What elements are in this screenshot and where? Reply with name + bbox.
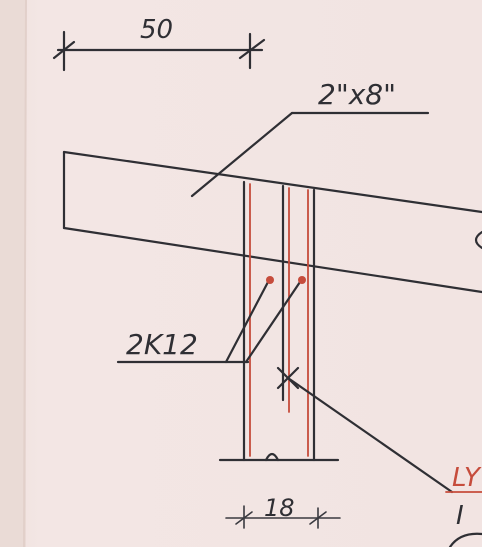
- reinforcement-label: 2K12: [126, 328, 198, 361]
- beam-top-edge: [62, 150, 482, 214]
- beam-size-callout: 2"x8": [190, 78, 430, 198]
- bar-end-1: [266, 276, 274, 284]
- beam-size-leader: [190, 111, 294, 198]
- bottom-dimension-value: 18: [264, 494, 295, 522]
- paper-edge: [0, 0, 26, 547]
- bar-diagonal-1: [224, 280, 270, 364]
- paper-fold-line: [23, 0, 27, 547]
- bottom-dimension-left-slash: [235, 511, 253, 525]
- edge-red-label: LY: [452, 463, 482, 493]
- timber-beam: [62, 150, 482, 294]
- edge-curve: [448, 532, 482, 547]
- bottom-dimension-right-slash: [309, 511, 327, 525]
- edge-leader: [286, 376, 454, 494]
- beam-break-mark: [474, 230, 482, 250]
- column-base-break: [264, 452, 280, 462]
- column-post: [218, 180, 340, 462]
- top-dimension-right-slash: [238, 38, 266, 60]
- beam-bottom-edge: [62, 226, 482, 294]
- reinforcement-callout: 2K12: [116, 276, 306, 364]
- edge-callout: LY I: [276, 366, 482, 547]
- edge-black-label: I: [456, 501, 464, 531]
- top-dimension-left-slash: [52, 40, 76, 60]
- beam-size-label: 2"x8": [318, 78, 396, 111]
- top-dimension-value: 50: [140, 15, 173, 45]
- bar-diagonal-2: [244, 280, 302, 364]
- bottom-dimension: 18: [225, 494, 341, 529]
- bar-end-2: [298, 276, 306, 284]
- top-dimension: 50: [52, 15, 266, 72]
